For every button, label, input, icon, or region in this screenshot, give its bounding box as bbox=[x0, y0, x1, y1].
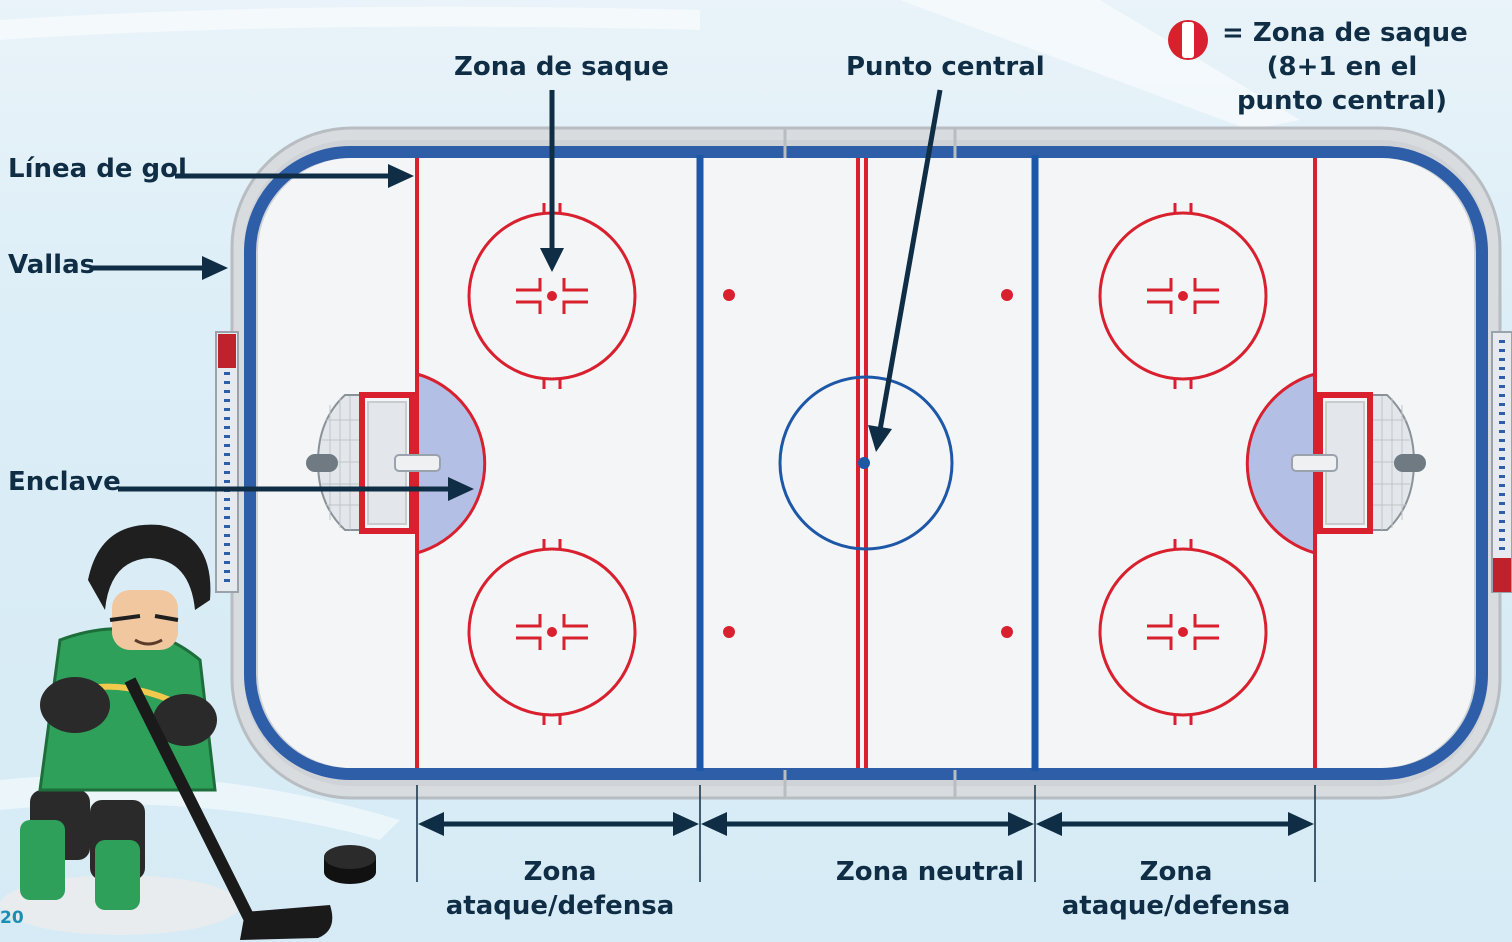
center-dot bbox=[858, 457, 870, 469]
label-goal-line: Línea de gol bbox=[8, 152, 187, 186]
legend-line-1: = Zona de saque bbox=[1222, 16, 1462, 50]
label-neutral-zone: Zona neutral bbox=[810, 855, 1050, 889]
label-left-zone-line2: ataque/defensa bbox=[430, 889, 690, 923]
label-left-zone-line1: Zona bbox=[430, 855, 690, 889]
label-right-zone: Zona ataque/defensa bbox=[1046, 855, 1306, 923]
legend-line-2: (8+1 en el bbox=[1222, 50, 1462, 84]
legend-text: = Zona de saque (8+1 en el punto central… bbox=[1222, 16, 1462, 118]
label-right-zone-line1: Zona bbox=[1046, 855, 1306, 889]
faceoff-zone-icon bbox=[1168, 20, 1208, 60]
right-scoreboard bbox=[1492, 332, 1512, 592]
label-crease: Enclave bbox=[8, 465, 121, 499]
puck-icon bbox=[324, 845, 376, 884]
left-scoreboard bbox=[216, 332, 238, 592]
label-right-zone-line2: ataque/defensa bbox=[1046, 889, 1306, 923]
label-boards: Vallas bbox=[8, 248, 95, 282]
legend-line-3: punto central) bbox=[1222, 84, 1462, 118]
label-faceoff-zone: Zona de saque bbox=[454, 50, 669, 84]
page-number: 20 bbox=[0, 908, 24, 928]
label-left-zone: Zona ataque/defensa bbox=[430, 855, 690, 923]
label-center-point: Punto central bbox=[846, 50, 1045, 84]
